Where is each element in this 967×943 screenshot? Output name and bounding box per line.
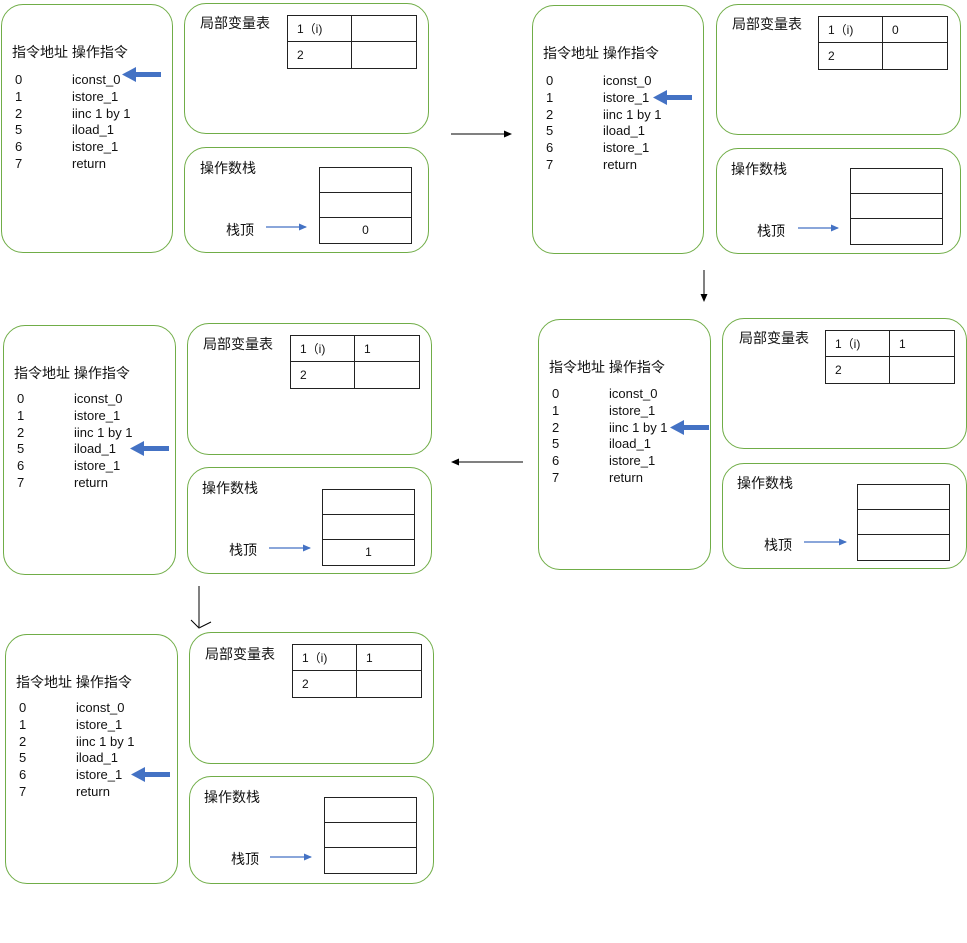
operand-stack-title: 操作数栈 [202, 480, 258, 496]
stack-slot [323, 490, 414, 515]
flow-arrow-down-head [190, 619, 212, 629]
stack-slot [325, 848, 416, 873]
var-slot-value: 0 [883, 17, 947, 43]
operand-stack-panel: 操作数栈 栈顶 0 [184, 147, 429, 253]
stack-slot [320, 168, 411, 193]
operand-stack-panel: 操作数栈 栈顶 1 [187, 467, 432, 574]
operand-stack-panel: 操作数栈 栈顶 [716, 148, 961, 254]
var-slot-value [355, 362, 419, 388]
local-variables-table: 1（i) 1 2 [292, 644, 422, 698]
local-variables-table: 1（i) 1 2 [290, 335, 420, 389]
local-variables-table: 1（i) 0 2 [818, 16, 948, 70]
operand-stack-title: 操作数栈 [204, 789, 260, 805]
var-slot-label: 2 [291, 362, 355, 388]
local-variables-title: 局部变量表 [732, 16, 802, 32]
operand-stack-title: 操作数栈 [737, 475, 793, 491]
var-slot-label: 2 [826, 357, 890, 383]
var-slot-label: 1（i) [826, 331, 890, 357]
var-slot-value [883, 43, 947, 69]
local-variables-title: 局部变量表 [739, 330, 809, 346]
operand-stack: 0 [319, 167, 412, 244]
var-slot-value [357, 671, 421, 697]
local-variables-title: 局部变量表 [203, 336, 273, 352]
stack-slot [851, 169, 942, 194]
var-slot-value: 1 [355, 336, 419, 362]
stack-slot [851, 194, 942, 219]
operand-stack-panel: 操作数栈 栈顶 [189, 776, 434, 884]
instruction-header: 指令地址 操作指令 [543, 45, 659, 61]
local-variables-table: 1（i) 2 [287, 15, 417, 69]
instruction-header: 指令地址 操作指令 [12, 44, 128, 60]
var-slot-value: 1 [890, 331, 954, 357]
stack-slot [323, 515, 414, 540]
var-slot-label: 1（i) [288, 16, 352, 42]
instruction-header: 指令地址 操作指令 [549, 359, 665, 375]
stack-slot [851, 219, 942, 244]
var-slot-value [352, 16, 416, 42]
stack-top-label: 栈顶 [226, 222, 254, 238]
local-variables-panel: 局部变量表 1（i) 0 2 [716, 4, 961, 135]
operand-stack-title: 操作数栈 [200, 160, 256, 176]
var-slot-label: 2 [293, 671, 357, 697]
local-variables-panel: 局部变量表 1（i) 1 2 [722, 318, 967, 449]
operand-stack [850, 168, 943, 245]
stack-slot: 0 [362, 223, 369, 237]
operand-stack-panel: 操作数栈 栈顶 [722, 463, 967, 569]
stack-slot [325, 798, 416, 823]
var-slot-label: 2 [819, 43, 883, 69]
var-slot-value [352, 42, 416, 68]
var-slot-value [890, 357, 954, 383]
var-slot-label: 1（i) [291, 336, 355, 362]
stack-slot [858, 535, 949, 560]
operand-stack [324, 797, 417, 874]
local-variables-title: 局部变量表 [200, 15, 270, 31]
var-slot-label: 1（i) [819, 17, 883, 43]
var-slot-value: 1 [357, 645, 421, 671]
stack-slot [858, 510, 949, 535]
stack-slot [858, 485, 949, 510]
var-slot-label: 2 [288, 42, 352, 68]
stack-slot [325, 823, 416, 848]
var-slot-label: 1（i) [293, 645, 357, 671]
local-variables-table: 1（i) 1 2 [825, 330, 955, 384]
instruction-header: 指令地址 操作指令 [14, 365, 130, 381]
local-variables-title: 局部变量表 [205, 646, 275, 662]
local-variables-panel: 局部变量表 1（i) 2 [184, 3, 429, 134]
local-variables-panel: 局部变量表 1（i) 1 2 [189, 632, 434, 764]
stack-top-label: 栈顶 [764, 537, 792, 553]
operand-stack [857, 484, 950, 561]
instruction-header: 指令地址 操作指令 [16, 674, 132, 690]
local-variables-panel: 局部变量表 1（i) 1 2 [187, 323, 432, 455]
stack-slot [320, 193, 411, 218]
stack-top-label: 栈顶 [229, 542, 257, 558]
stack-top-label: 栈顶 [757, 223, 785, 239]
operand-stack-title: 操作数栈 [731, 161, 787, 177]
operand-stack: 1 [322, 489, 415, 566]
stack-top-label: 栈顶 [231, 851, 259, 867]
stack-slot: 1 [365, 545, 372, 559]
